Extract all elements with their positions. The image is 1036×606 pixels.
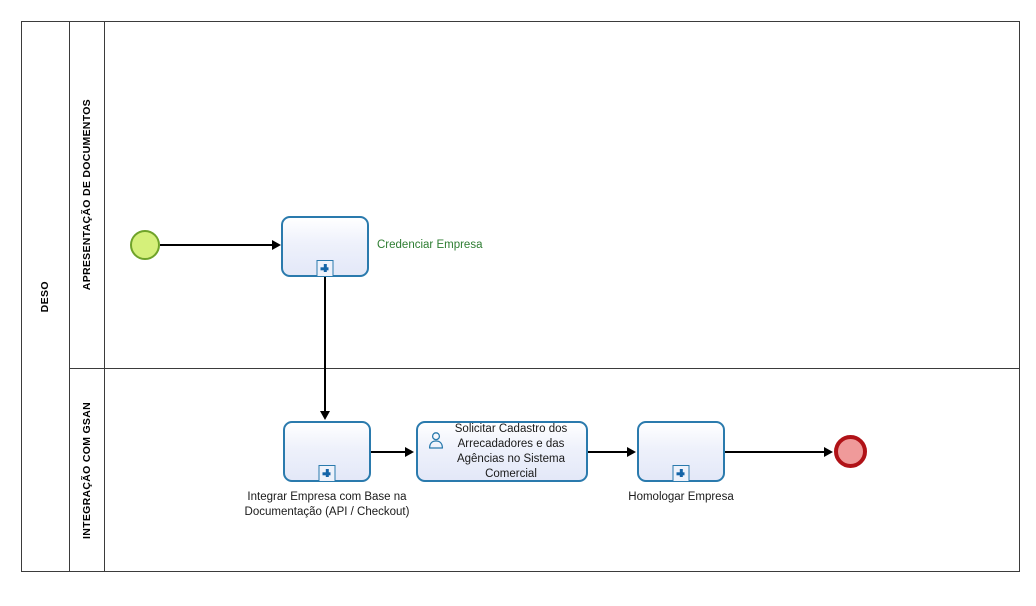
flow-homologar-to-end (725, 451, 830, 453)
lane-header-integracao: INTEGRAÇÃO COM GSAN (70, 369, 105, 572)
sub-process-marker-icon (672, 465, 690, 482)
flow-credenciar-to-integrar (324, 277, 326, 413)
flow-homologar-to-end-arrowhead (824, 447, 833, 457)
lane-label-apresentacao: APRESENTAÇÃO DE DOCUMENTOS (81, 98, 93, 291)
task-homologar-empresa-label: Homologar Empresa (628, 491, 734, 503)
lane-integracao-com-gsan: INTEGRAÇÃO COM GSAN (70, 369, 1020, 572)
task-integrar-empresa-label: Integrar Empresa com Base na Documentaçã… (244, 491, 410, 518)
sub-process-marker-icon (316, 260, 334, 277)
lane-label-integracao: INTEGRAÇÃO COM GSAN (81, 402, 93, 539)
sub-process-marker-icon (318, 465, 336, 482)
task-credenciar-empresa[interactable] (281, 216, 369, 277)
lane-header-apresentacao: APRESENTAÇÃO DE DOCUMENTOS (70, 21, 105, 368)
task-solicitar-cadastro-label: Solicitar Cadastro dos Arrecadadores e d… (454, 422, 568, 480)
user-task-icon (426, 430, 446, 450)
start-event[interactable] (130, 230, 160, 260)
task-integrar-empresa[interactable] (283, 421, 371, 482)
flow-start-to-credenciar (160, 244, 279, 246)
lane-apresentacao-de-documentos: APRESENTAÇÃO DE DOCUMENTOS (70, 21, 1020, 369)
flow-solicitar-to-homologar-arrowhead (627, 447, 636, 457)
flow-integrar-to-solicitar-arrowhead (405, 447, 414, 457)
pool-label-text: DESO (39, 280, 51, 313)
flow-credenciar-to-integrar-arrowhead (320, 411, 330, 420)
flow-solicitar-to-homologar (588, 451, 631, 453)
end-event[interactable] (834, 435, 867, 468)
pool-label-deso: DESO (21, 21, 70, 572)
flow-start-to-credenciar-arrowhead (272, 240, 281, 250)
task-credenciar-empresa-label: Credenciar Empresa (377, 239, 483, 251)
flow-integrar-to-solicitar (371, 451, 409, 453)
task-solicitar-cadastro[interactable]: Solicitar Cadastro dos Arrecadadores e d… (416, 421, 588, 482)
task-homologar-empresa[interactable] (637, 421, 725, 482)
